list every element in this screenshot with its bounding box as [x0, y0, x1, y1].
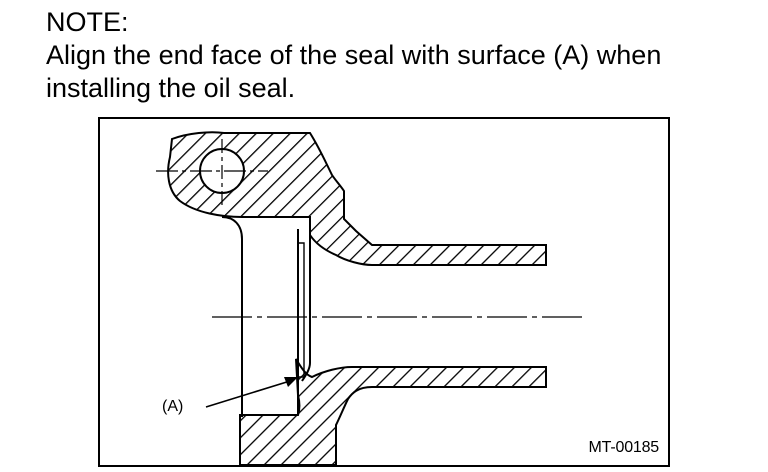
housing-upper-section	[167, 131, 547, 266]
housing-inner-bore	[221, 216, 243, 417]
housing-cross-section-drawing	[156, 131, 582, 465]
note-heading: NOTE:	[46, 7, 129, 37]
callout-leader-line	[205, 380, 291, 408]
note-text-line-1: Align the end face of the seal with surf…	[46, 40, 662, 70]
callout-arrowhead	[284, 377, 298, 387]
note-block: NOTE: Align the end face of the seal wit…	[46, 6, 756, 105]
callout-label-a: (A)	[162, 398, 184, 415]
housing-lower-section	[239, 358, 547, 465]
figure-id: MT-00185	[588, 439, 660, 456]
seal-lip	[298, 242, 305, 378]
seal-end-face-surface-a	[301, 235, 311, 382]
seal-installation-figure: (A) MT-00185	[98, 117, 670, 467]
note-text-line-2: installing the oil seal.	[46, 73, 296, 103]
